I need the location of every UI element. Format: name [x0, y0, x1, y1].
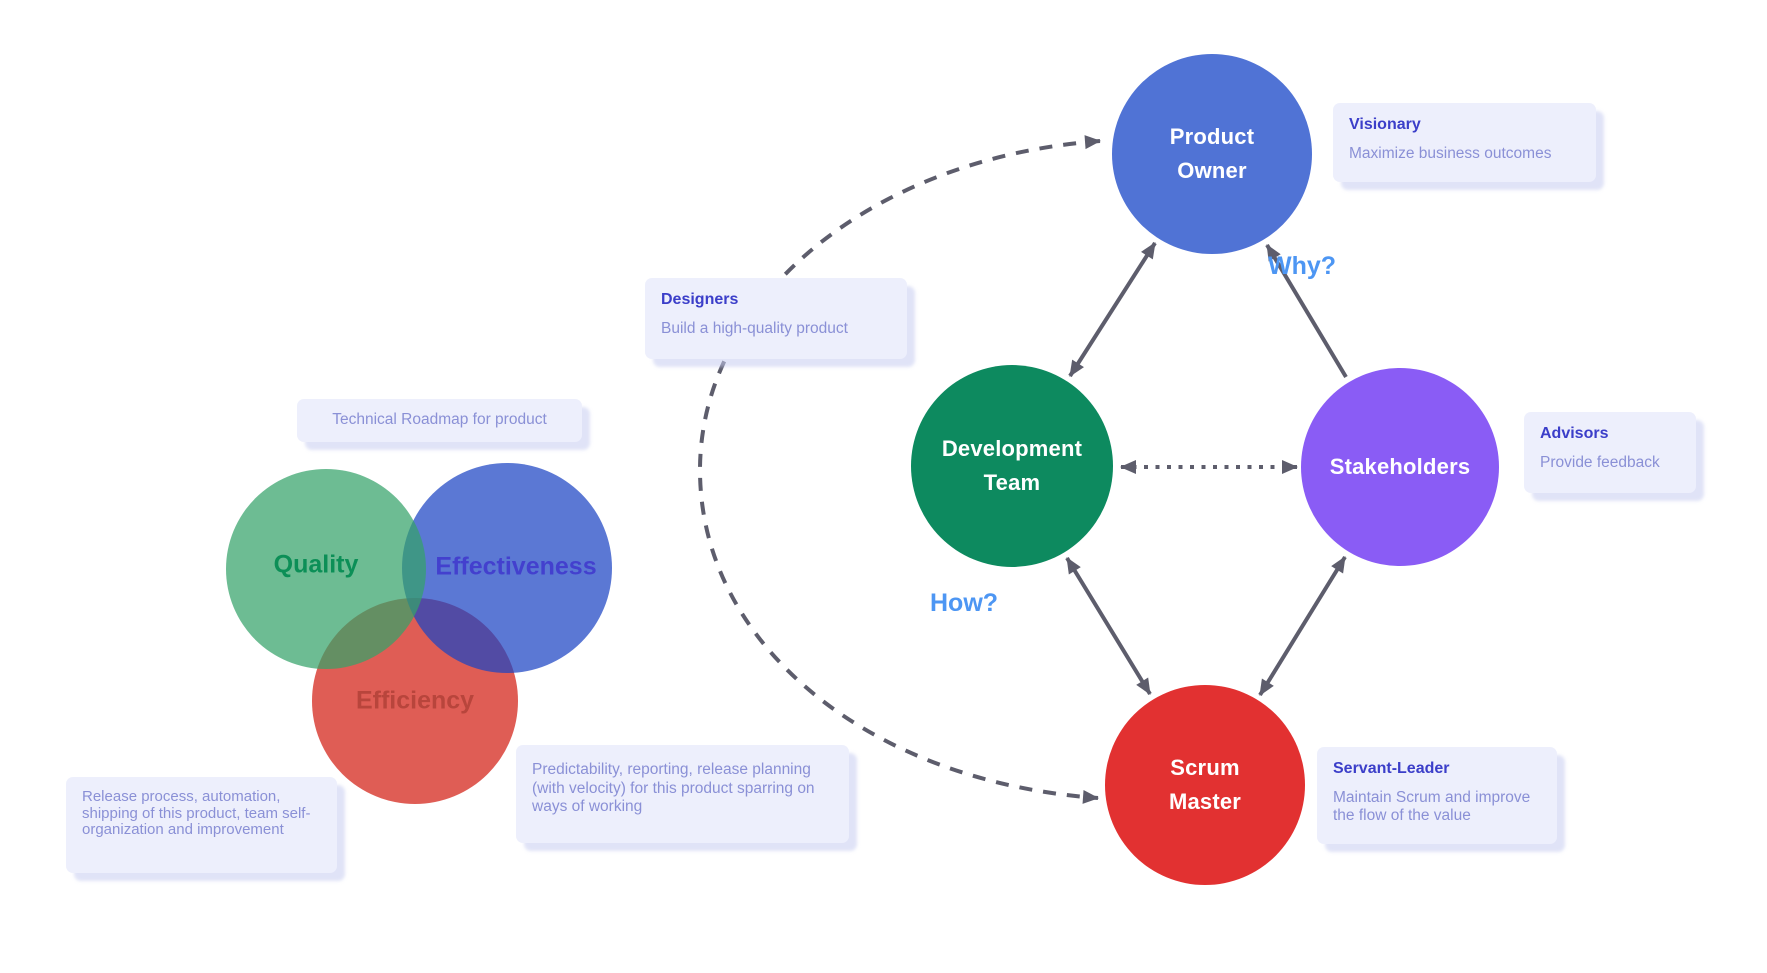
callout-release-process: Release process, automation, shipping of… [66, 777, 337, 873]
node-label-line: Master [1168, 789, 1242, 814]
callout-designers: Designers Build a high-quality product [645, 278, 907, 359]
callout-predictability: Predictability, reporting, release plann… [516, 745, 849, 843]
how-label: How? [930, 589, 999, 617]
node-label-line: Team [983, 470, 1041, 495]
quality-label: Quality [273, 550, 359, 579]
node-label-line: Development [941, 436, 1083, 461]
callout-body: Build a high-quality product [661, 320, 848, 337]
node-label-line: Stakeholders [1329, 454, 1471, 479]
callout-title: Designers [661, 291, 739, 308]
callout-body: Provide feedback [1540, 454, 1660, 471]
callout-title: Advisors [1540, 425, 1609, 442]
callout-technical-roadmap: Technical Roadmap for product [297, 399, 582, 442]
node-development-team: Development Team [911, 365, 1113, 567]
callout-body: Predictability, reporting, release plann… [532, 761, 815, 816]
why-label: Why? [1268, 252, 1337, 280]
callout-body: Technical Roadmap for product [332, 411, 547, 429]
arrow-product-owner-development-team [1068, 241, 1157, 378]
callout-title: Servant-Leader [1333, 760, 1450, 777]
effectiveness-label: Effectiveness [435, 552, 597, 581]
callout-body: Release process, automation, shipping of… [82, 788, 311, 838]
callout-body: Maximize business outcomes [1349, 145, 1552, 162]
arrow-development-team-scrum-master [1065, 556, 1152, 696]
callout-servant-leader: Servant-Leader Maintain Scrum and improv… [1317, 747, 1557, 844]
callout-visionary: Visionary Maximize business outcomes [1333, 103, 1596, 182]
node-scrum-master: Scrum Master [1105, 685, 1305, 885]
venn-quality-circle [226, 469, 426, 669]
node-stakeholders: Stakeholders [1301, 368, 1499, 566]
node-label-line: Owner [1177, 158, 1247, 183]
venn-effectiveness-circle [402, 463, 612, 673]
efficiency-label: Efficiency [355, 686, 475, 715]
callout-body: Maintain Scrum and improve the flow of t… [1333, 789, 1531, 825]
callout-advisors: Advisors Provide feedback [1524, 412, 1696, 493]
arrow-scrum-master-stakeholders [1258, 555, 1347, 697]
callout-title: Visionary [1349, 116, 1421, 133]
node-label-line: Scrum [1170, 755, 1240, 780]
node-label-line: Product [1169, 124, 1255, 149]
node-product-owner: Product Owner [1112, 54, 1312, 254]
arrow-stakeholders-product-owner [1265, 243, 1348, 379]
